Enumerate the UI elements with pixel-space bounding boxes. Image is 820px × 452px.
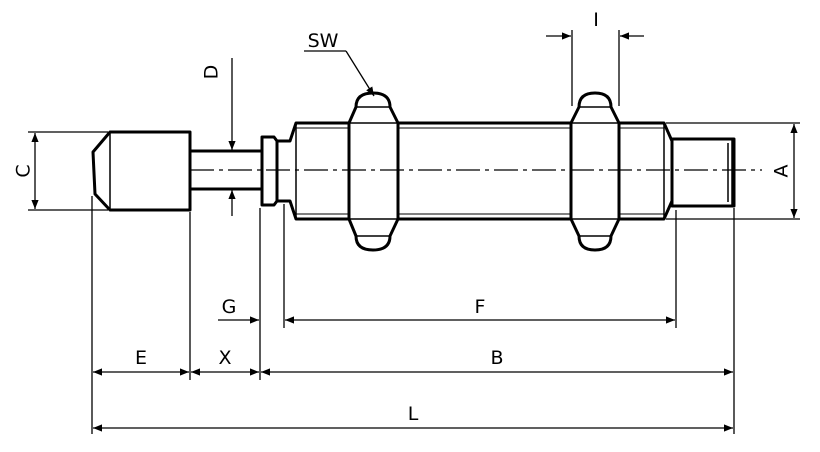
c-label: C (13, 164, 35, 177)
sw-label: SW (308, 30, 339, 52)
l-label: L (408, 403, 419, 425)
a-label: A (771, 165, 793, 178)
lock-nut-right (569, 91, 621, 252)
cap (91, 130, 192, 212)
rod-collar (260, 135, 279, 207)
sw-leader (345, 50, 375, 97)
lock-nut-left (347, 91, 400, 252)
i-label: I (593, 9, 599, 31)
rear-end (670, 137, 736, 208)
b-label: B (490, 347, 503, 369)
g-label: G (222, 296, 237, 318)
x-label: X (218, 347, 231, 369)
f-label: F (475, 296, 486, 318)
d-label: D (201, 65, 223, 80)
e-label: E (135, 347, 147, 369)
